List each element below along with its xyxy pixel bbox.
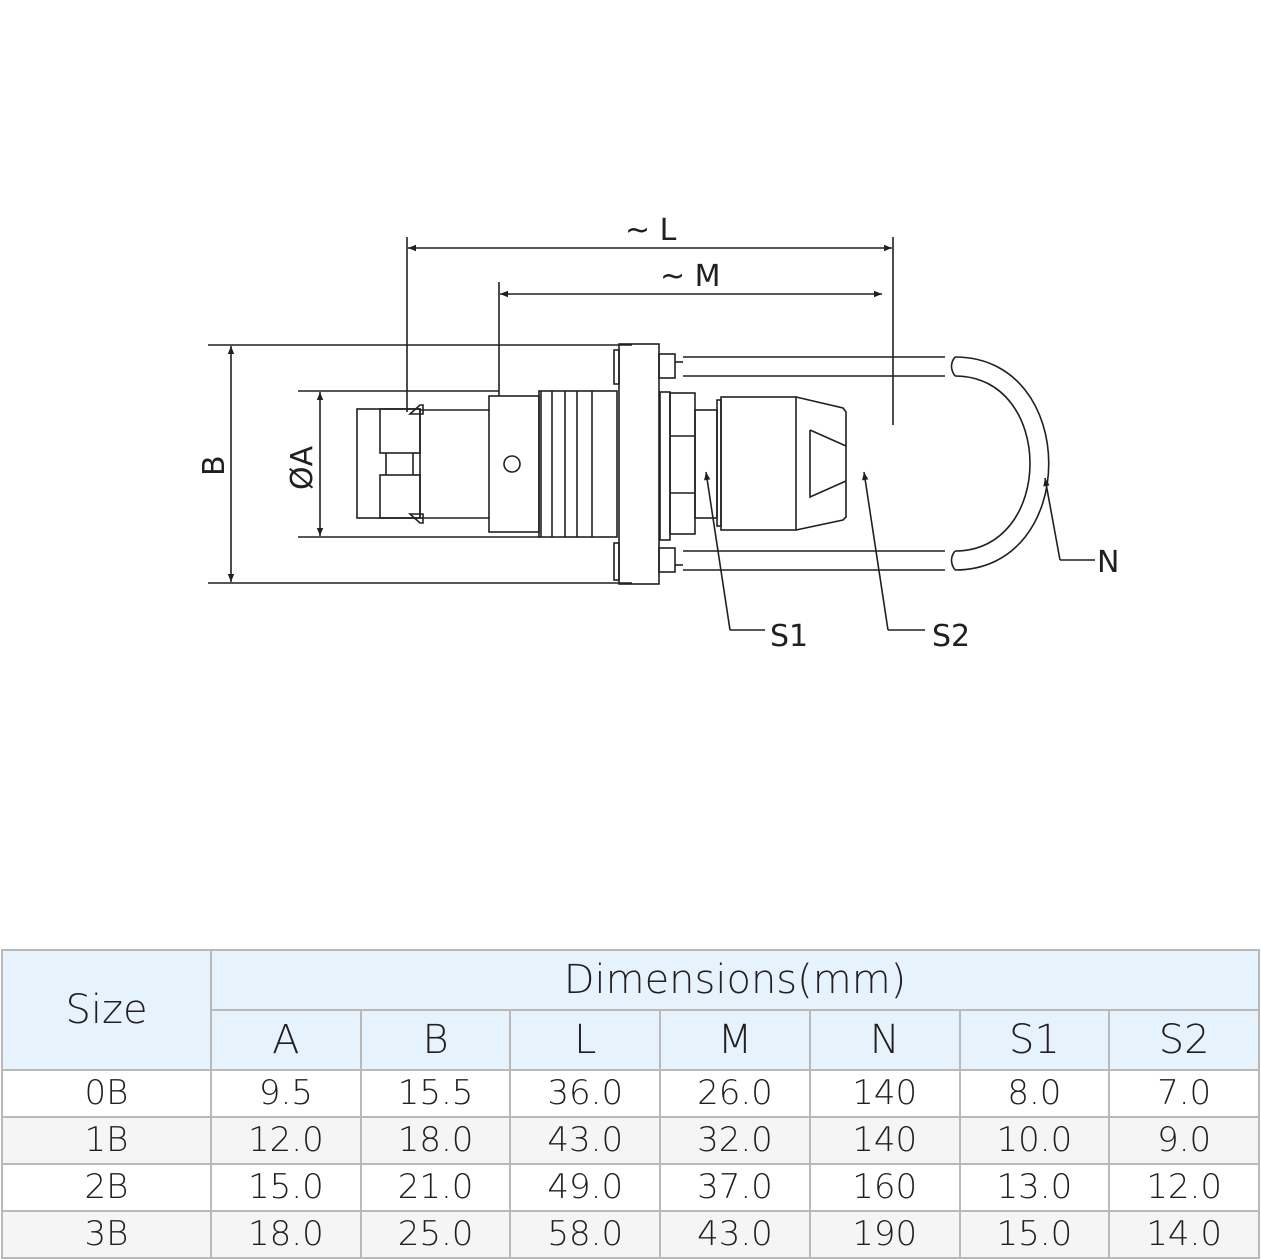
dimension-label-B: B (197, 455, 232, 476)
label-S1: S1 (770, 619, 808, 654)
value-cell-n: 190 (808, 1210, 961, 1259)
size-cell: 2B (1, 1163, 212, 1212)
value-cell-b: 18.0 (359, 1116, 512, 1165)
dimension-label-M: ~ M (660, 259, 721, 294)
value-cell-b: 15.5 (359, 1069, 512, 1118)
value-cell-n: 140 (808, 1069, 961, 1118)
value-cell-m: 37.0 (659, 1163, 811, 1212)
size-cell: 1B (1, 1116, 212, 1165)
dimension-label-L: ~ L (625, 213, 677, 248)
size-cell: 0B (1, 1069, 212, 1118)
value-cell-s2: 7.0 (1108, 1069, 1260, 1118)
column-header-m: M (659, 1009, 811, 1071)
column-header-l: L (509, 1009, 662, 1071)
dimensions-header: Dimensions(mm) (210, 949, 1260, 1011)
size-header: Size (1, 949, 212, 1071)
value-cell-a: 18.0 (210, 1210, 362, 1259)
value-cell-m: 43.0 (659, 1210, 811, 1259)
column-header-n: N (808, 1009, 961, 1071)
column-header-s2: S2 (1108, 1009, 1260, 1071)
leader-S2: S2 (862, 471, 970, 654)
cable-loop (950, 356, 1050, 571)
value-cell-s1: 13.0 (958, 1163, 1111, 1212)
value-cell-s1: 10.0 (958, 1116, 1111, 1165)
value-cell-s2: 9.0 (1108, 1116, 1260, 1165)
value-cell-l: 58.0 (509, 1210, 662, 1259)
column-header-s1: S1 (958, 1009, 1111, 1071)
value-cell-s1: 15.0 (958, 1210, 1111, 1259)
value-cell-a: 9.5 (210, 1069, 362, 1118)
value-cell-n: 140 (808, 1116, 961, 1165)
dimension-label-A: ØA (285, 445, 320, 490)
value-cell-l: 36.0 (509, 1069, 662, 1118)
column-header-b: B (359, 1009, 512, 1071)
label-N: N (1097, 545, 1119, 580)
dimension-L: ~ L (406, 213, 894, 425)
value-cell-s2: 14.0 (1108, 1210, 1260, 1259)
dimension-A: ØA (285, 390, 540, 538)
dimension-M: ~ M (498, 259, 882, 396)
value-cell-m: 26.0 (659, 1069, 811, 1118)
column-header-a: A (210, 1009, 362, 1071)
label-S2: S2 (932, 619, 970, 654)
value-cell-l: 49.0 (509, 1163, 662, 1212)
leader-S1: S1 (704, 471, 808, 654)
connector-dimension-drawing: ~ L ~ M B ØA (197, 213, 1119, 654)
leader-N: N (1043, 477, 1119, 580)
value-cell-l: 43.0 (509, 1116, 662, 1165)
value-cell-a: 12.0 (210, 1116, 362, 1165)
value-cell-a: 15.0 (210, 1163, 362, 1212)
size-cell: 3B (1, 1210, 212, 1259)
connector-body (356, 343, 945, 585)
value-cell-s2: 12.0 (1108, 1163, 1260, 1212)
value-cell-b: 25.0 (359, 1210, 512, 1259)
value-cell-s1: 8.0 (958, 1069, 1111, 1118)
value-cell-m: 32.0 (659, 1116, 811, 1165)
value-cell-n: 160 (808, 1163, 961, 1212)
value-cell-b: 21.0 (359, 1163, 512, 1212)
dimension-B: B (197, 344, 632, 584)
